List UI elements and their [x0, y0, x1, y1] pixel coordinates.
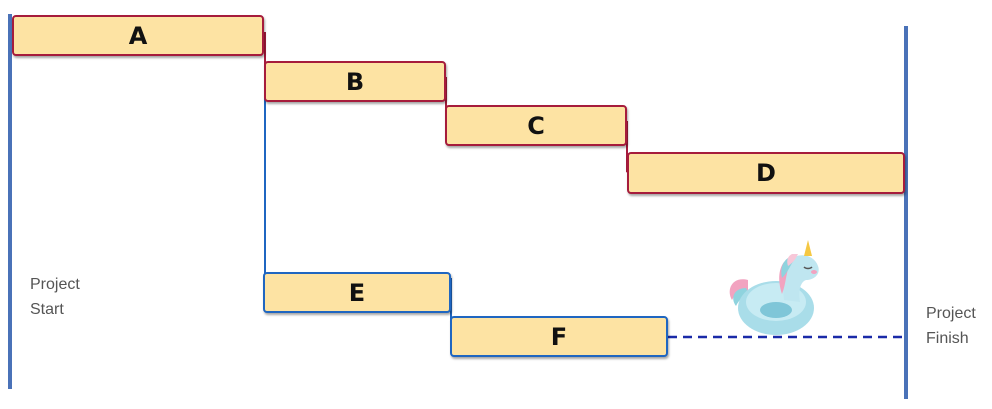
- task-d: D: [627, 152, 905, 194]
- task-d-label: D: [756, 159, 776, 187]
- task-c-label: C: [527, 111, 545, 140]
- task-e: E: [263, 272, 451, 313]
- project-start-line: [8, 14, 12, 389]
- task-b-label: B: [345, 67, 365, 96]
- unicorn-float-icon: [729, 240, 819, 335]
- task-f: F: [450, 316, 668, 357]
- task-c: C: [445, 105, 627, 146]
- task-e-label: E: [348, 278, 366, 307]
- task-f-label: F: [550, 322, 568, 351]
- task-a: A: [12, 15, 264, 56]
- task-b: B: [264, 61, 446, 102]
- task-a-label: A: [128, 21, 148, 50]
- project-finish-label: Project Finish: [926, 305, 976, 347]
- project-start-label: Project Start: [30, 276, 80, 318]
- project-finish-line: [904, 26, 908, 399]
